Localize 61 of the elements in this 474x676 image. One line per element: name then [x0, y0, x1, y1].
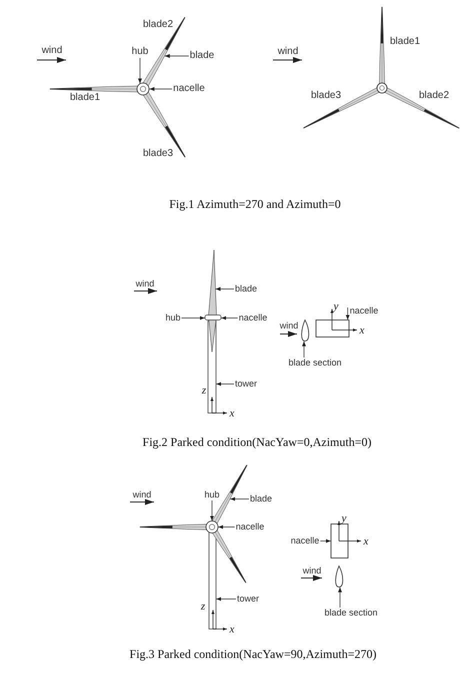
figure-caption: Fig.3 Parked condition(NacYaw=90,Azimuth=270) — [130, 648, 376, 660]
blade-label: blade3 — [310, 91, 342, 101]
part-label: nacelle — [350, 306, 378, 316]
leader-line — [220, 316, 238, 320]
axis-label: x — [230, 408, 234, 420]
part-label: blade — [190, 51, 214, 61]
leader-line — [230, 497, 250, 501]
leader-line — [216, 382, 234, 386]
part-label: blade section — [288, 358, 342, 368]
turbine-nacelle — [204, 314, 222, 320]
wind-label: wind — [278, 47, 298, 57]
part-label: blade section — [324, 608, 378, 618]
part-label: nacelle — [238, 314, 268, 322]
leader-line — [320, 539, 332, 543]
part-label: hub — [132, 47, 148, 57]
leader-line — [215, 287, 234, 291]
leader-line — [164, 54, 190, 58]
wind-label: wind — [302, 566, 322, 576]
axis-label: y — [342, 514, 346, 524]
leader-line — [302, 340, 306, 358]
part-label: nacelle — [290, 536, 320, 546]
axis-label: x — [364, 536, 368, 548]
leader-line — [138, 58, 142, 84]
wind-label: wind — [136, 280, 154, 288]
leader-line — [149, 87, 172, 91]
nacelle-section-drawing — [330, 524, 348, 558]
axis-label: y — [334, 302, 338, 312]
part-label: blade — [250, 494, 272, 504]
figure-caption: Fig.1 Azimuth=270 and Azimuth=0 — [169, 198, 341, 210]
wind-label: wind — [42, 46, 62, 56]
part-label: nacelle — [173, 84, 205, 94]
nacelle-section-drawing — [316, 320, 350, 338]
part-label: tower — [235, 380, 257, 388]
wind-label: wind — [280, 322, 298, 330]
blade-label: blade1 — [70, 93, 100, 103]
blade-label: blade2 — [142, 20, 174, 30]
turbine-hub — [206, 520, 218, 534]
figure-caption: Fig.2 Parked condition(NacYaw=0,Azimuth=0) — [142, 436, 372, 448]
part-label: nacelle — [236, 522, 264, 532]
leader-line — [216, 597, 236, 601]
part-label: blade — [234, 284, 258, 294]
part-label: hub — [204, 490, 220, 500]
part-label: hub — [165, 314, 181, 322]
blade-label: blade3 — [142, 149, 174, 159]
turbine-hub — [136, 82, 150, 96]
airfoil-drawing — [335, 566, 344, 588]
leader-line — [218, 525, 236, 529]
blade-label: blade2 — [418, 91, 450, 101]
axis-label: z — [200, 602, 206, 612]
leader-line — [210, 500, 214, 522]
axis-label: z — [202, 386, 206, 396]
wind-label: wind — [132, 490, 152, 500]
part-label: tower — [237, 594, 259, 604]
axis-label: x — [230, 624, 234, 636]
turbine-blade — [208, 250, 217, 352]
leader-line — [181, 316, 206, 320]
axis-label: x — [360, 326, 364, 336]
turbine-tower — [208, 532, 216, 630]
blade-label: blade1 — [390, 37, 420, 47]
airfoil-drawing — [301, 320, 310, 342]
leader-line — [338, 586, 342, 608]
